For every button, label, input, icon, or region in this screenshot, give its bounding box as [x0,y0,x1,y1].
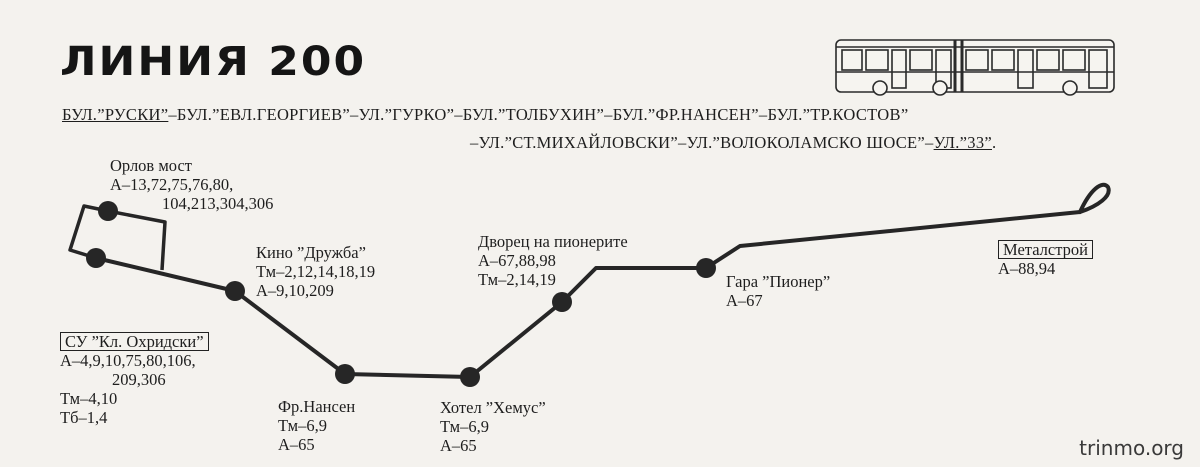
stop-marker-fr-nansen [335,364,355,384]
stop-name: Хотел ”Хемус” [440,398,546,417]
stop-lines: А–65 [440,436,477,455]
stop-marker-gara-pioner [696,258,716,278]
stop-lines: 104,213,304,306 [162,194,274,213]
stop-lines: А–88,94 [998,259,1056,278]
bus-icon [835,39,1115,96]
stop-label-su-ohridski: СУ ”Кл. Охридски” А–4,9,10,75,80,106, 20… [60,332,209,427]
stop-lines: А–4,9,10,75,80,106, [60,351,196,370]
stop-marker-orlov-most [98,201,118,221]
stop-lines: 209,306 [112,370,166,389]
stop-label-metalstroy: Металстрой А–88,94 [998,240,1093,278]
stop-marker-su-ohridski [86,248,106,268]
route-description-line-1: БУЛ.”РУСКИ”–БУЛ.”ЕВЛ.ГЕОРГИЕВ”–УЛ.”ГУРКО… [62,105,908,125]
route-segment: БУЛ.”РУСКИ” [62,105,169,124]
stop-name: Дворец на пионерите [478,232,628,251]
route-segment: –УЛ.”СТ.МИХАЙЛОВСКИ”–УЛ.”ВОЛОКОЛАМСКО ШО… [470,133,934,152]
terminal-loop [68,204,167,271]
stop-label-dvorets: Дворец на пионерите А–67,88,98 Тм–2,14,1… [478,232,628,289]
stop-marker-hotel-hemus [460,367,480,387]
stop-lines: А–67,88,98 [478,251,556,270]
stop-label-fr-nansen: Фр.Нансен Тм–6,9 А–65 [278,397,355,454]
stop-lines: Тм–4,10 [60,389,118,408]
stop-lines: Тб–1,4 [60,408,108,427]
stop-lines: Тм–6,9 [278,416,327,435]
stop-marker-dvorets [552,292,572,312]
stop-name: Гара ”Пионер” [726,272,831,291]
route-segment: УЛ.”33” [933,133,992,152]
stop-name: Фр.Нансен [278,397,356,416]
stop-lines: А–65 [278,435,315,454]
stop-lines: А–67 [726,291,763,310]
stop-lines: Тм–2,14,19 [478,270,556,289]
stop-lines: Тм–6,9 [440,417,489,436]
stop-lines: А–13,72,75,76,80, [110,175,234,194]
route-segment: –БУЛ.”ЕВЛ.ГЕОРГИЕВ”–УЛ.”ГУРКО”–БУЛ.”ТОЛБ… [168,105,909,124]
stop-name: Кино ”Дружба” [256,243,366,262]
stop-name-boxed: СУ ”Кл. Охридски” [60,332,209,351]
stop-label-kino-druzhba: Кино ”Дружба” Тм–2,12,14,18,19 А–9,10,20… [256,243,375,300]
stop-name: Орлов мост [110,156,192,175]
watermark: trinmo.org [1079,436,1184,460]
stop-label-hotel-hemus: Хотел ”Хемус” Тм–6,9 А–65 [440,398,546,455]
stop-marker-kino-druzhba [225,281,245,301]
stop-label-gara-pioner: Гара ”Пионер” А–67 [726,272,830,310]
route-description-line-2: –УЛ.”СТ.МИХАЙЛОВСКИ”–УЛ.”ВОЛОКОЛАМСКО ШО… [470,133,996,153]
stop-lines: Тм–2,12,14,18,19 [256,262,376,281]
route-line [94,182,1111,379]
page-title: ЛИНИЯ 200 [60,38,367,85]
stop-lines: А–9,10,209 [256,281,334,300]
stop-name-boxed: Металстрой [998,240,1093,259]
stop-label-orlov-most: Орлов мост А–13,72,75,76,80, 104,213,304… [110,156,273,213]
route-segment: . [992,133,997,152]
